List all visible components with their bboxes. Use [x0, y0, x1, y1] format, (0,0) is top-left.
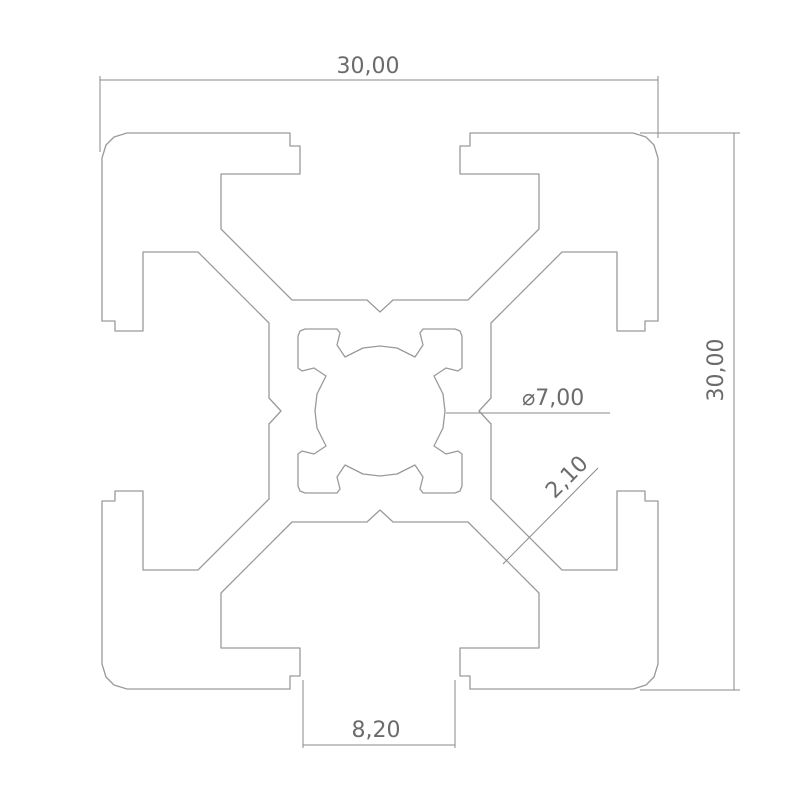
bore-diameter-dimension: ⌀7,00	[446, 386, 610, 414]
wall-thickness-dimension: 2,10	[502, 451, 599, 565]
slot-width-dimension: 8,20	[302, 680, 456, 748]
wall-thickness-label: 2,10	[541, 451, 593, 503]
height-dimension: 30,00	[640, 132, 740, 691]
bore-diameter-label: ⌀7,00	[522, 386, 584, 411]
width-dimension: 30,00	[99, 54, 659, 152]
profile-outer-contour	[101, 132, 659, 690]
slot-width-label: 8,20	[352, 718, 401, 743]
profile-core-contour	[297, 328, 463, 494]
height-dimension-label: 30,00	[704, 339, 729, 402]
width-dimension-label: 30,00	[337, 54, 400, 79]
